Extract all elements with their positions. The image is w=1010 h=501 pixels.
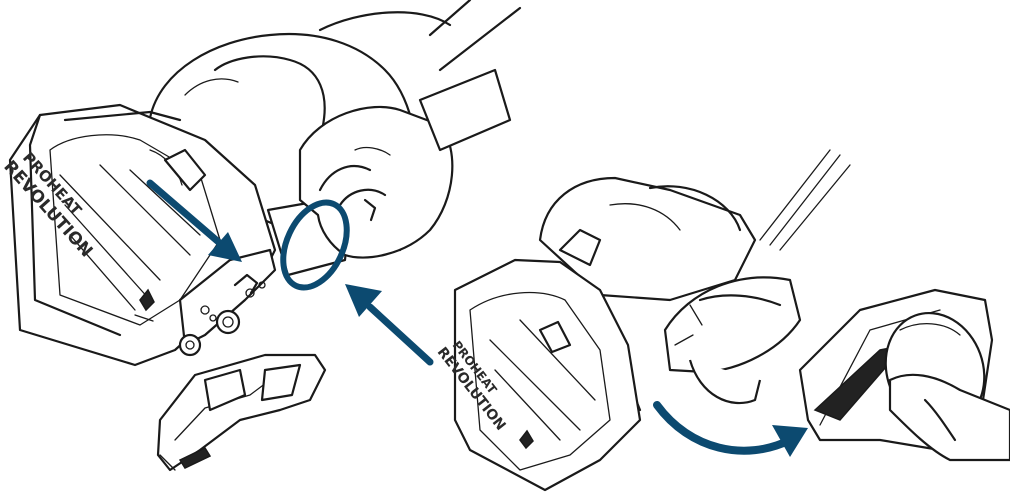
curved-arrow-right-icon	[657, 405, 808, 457]
vacuum-handle	[760, 150, 850, 250]
removed-nozzle-cover	[158, 355, 325, 470]
arrow-up-left-icon	[345, 284, 430, 362]
detached-panel	[800, 290, 1010, 460]
right-figure: PROHEAT REVOLUTION	[434, 150, 1010, 490]
left-figure: PROHEAT REVOLUTION	[0, 0, 520, 470]
